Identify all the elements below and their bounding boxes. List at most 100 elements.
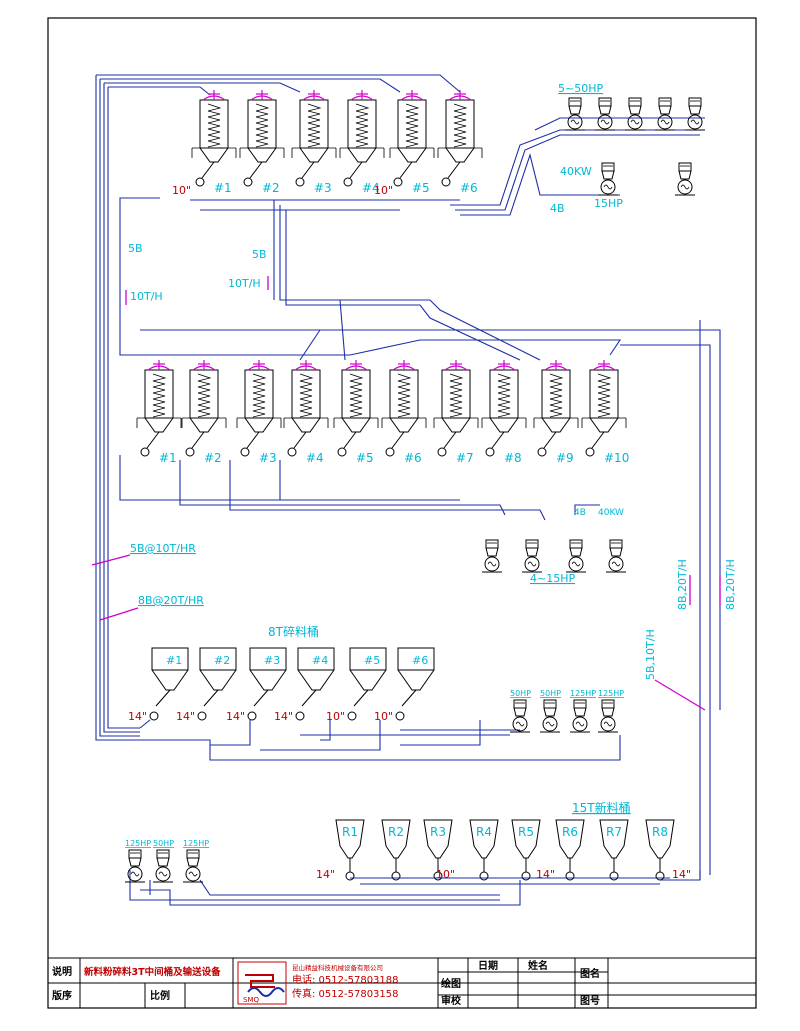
row-motor-2: 50HP	[540, 689, 561, 733]
hopper8-5: #510"	[326, 647, 387, 723]
label-hopper15-title: 15T新料桶	[572, 800, 631, 815]
tb-draw: 绘图	[441, 977, 461, 990]
outer-border	[47, 17, 757, 1009]
label-4b-top: 4B	[550, 202, 565, 215]
bot-motor-3: 125HP	[183, 839, 209, 883]
top-unit-2: #2	[239, 90, 285, 195]
mid-unit-4: #4	[283, 360, 329, 465]
top-unit-group: #1 #2 #3 #4 #5 #6	[191, 90, 483, 195]
top-motor-kw	[598, 162, 618, 196]
label-hopper8-title: 8T碎料桶	[268, 624, 319, 639]
mid-unit-6: #6	[381, 360, 427, 465]
hopper8-group: #114"#214"#314"#414"#510"#610"	[128, 647, 435, 723]
r-bin-1: R1	[335, 819, 365, 881]
label-4b-mid: 4B	[574, 508, 586, 518]
r-bin-8-label: R8	[652, 825, 668, 839]
r-pipe-4: 14"	[672, 868, 691, 881]
top-unit-2-label: #2	[262, 181, 280, 195]
mid-unit-10: #10	[581, 360, 629, 465]
r-bin-5: R5	[511, 819, 541, 881]
tb-fax: 传真: 0512-57803158	[292, 987, 399, 1000]
r-bin-6: R6	[555, 819, 585, 881]
mid-motor-3	[566, 539, 586, 573]
top-motor-15hp	[675, 162, 695, 196]
tb-check: 审校	[441, 994, 462, 1007]
r-bin-4-label: R4	[476, 825, 492, 839]
svg-text:SMQ: SMQ	[243, 996, 259, 1004]
tb-desc: 新料粉碎料3T中间桶及输送设备	[84, 966, 221, 978]
top-unit-4-label: #4	[362, 181, 380, 195]
tb-drawing-no: 图号	[580, 995, 600, 1007]
r-bin-1-label: R1	[342, 825, 358, 839]
label-hp-top: 5~50HP	[558, 82, 603, 95]
tb-label: 说明	[52, 965, 72, 978]
top-unit-6: #6	[437, 90, 483, 195]
top-unit-5: #5	[389, 90, 435, 195]
hopper8-2-pipe: 14"	[176, 710, 195, 723]
top-unit-1-label: #1	[214, 181, 232, 195]
title-block	[48, 958, 756, 1008]
tb-date: 日期	[478, 959, 498, 972]
label-5b-mid: 5B	[252, 248, 267, 261]
r-bin-2-label: R2	[388, 825, 404, 839]
row-motor-1: 50HP	[510, 689, 531, 733]
mid-unit-7-label: #7	[456, 451, 474, 465]
top-unit-3-label: #3	[314, 181, 332, 195]
hopper8-3: #3 14"	[226, 647, 287, 723]
hopper8-5-pipe: 10"	[326, 710, 345, 723]
mid-unit-10-label: #10	[604, 451, 629, 465]
row-motor-2-label: 50HP	[540, 689, 561, 698]
mid-unit-7: #7	[433, 360, 479, 465]
r-pipe-1: 14"	[316, 868, 335, 881]
top-unit-1: #1	[191, 90, 237, 195]
top-motor-2	[595, 97, 615, 131]
top-unit-5-label: #5	[412, 181, 430, 195]
mid-unit-9: #9	[533, 360, 579, 465]
hopper8-3-label: #3	[264, 654, 280, 667]
mid-unit-2-label: #2	[204, 451, 222, 465]
title-block-text: 说明 版序 新料粉碎料3T中间桶及输送设备 比例 昆山精益科技机械设备有限公司 …	[52, 959, 600, 1007]
mid-unit-6-label: #6	[404, 451, 422, 465]
top-motor-4	[655, 97, 675, 131]
bot-motor-2-label: 50HP	[153, 839, 174, 848]
hopper8-4-pipe: 14"	[274, 710, 293, 723]
r-bin-6-label: R6	[562, 825, 578, 839]
top-unit-4: #4	[339, 90, 385, 195]
mid-unit-2: #2	[181, 360, 227, 465]
mid-unit-3-label: #3	[259, 451, 277, 465]
r-bin-5-label: R5	[518, 825, 534, 839]
hopper8-2-label: #2	[214, 654, 230, 667]
labels: 5~50HP 40KW 15HP 4B 5B 10T/H 5B 10T/H 5B…	[128, 82, 737, 815]
top-unit-6-label: #6	[460, 181, 478, 195]
label-kw-top: 40KW	[560, 165, 592, 178]
bot-motor-3-label: 125HP	[183, 839, 209, 848]
bot-motor-1-label: 125HP	[125, 839, 151, 848]
hopper8-3-pipe: 14"	[226, 710, 245, 723]
tb-company: 昆山精益科技机械设备有限公司	[292, 963, 383, 972]
top-motor-3	[625, 97, 645, 131]
row-motor-3-label: 125HP	[570, 689, 596, 698]
label-kw-mid: 40KW	[598, 508, 624, 518]
label-5b10-right: 5B,10T/H	[644, 629, 657, 680]
hopper8-4-label: #4	[312, 654, 328, 667]
r-bin-4: R4	[469, 819, 499, 881]
mid-unit-9-label: #9	[556, 451, 574, 465]
mid-unit-3: #3	[236, 360, 282, 465]
r-bin-3-label: R3	[430, 825, 446, 839]
top-motor-1	[565, 97, 585, 131]
label-hp-15: 15HP	[594, 197, 623, 210]
bot-motor-2: 50HP	[153, 839, 174, 883]
label-8b20-a: 8B,20T/H	[676, 559, 689, 610]
label-10t-left: 10T/H	[130, 290, 163, 303]
mid-unit-1: #1	[136, 360, 182, 465]
r-bin-2: R2	[381, 819, 411, 881]
hopper8-6-pipe: 10"	[374, 710, 393, 723]
label-hp-mid: 4~15HP	[530, 572, 575, 585]
row-motor-1-label: 50HP	[510, 689, 531, 698]
top-motor-5	[685, 97, 705, 131]
tb-drawing-name: 图名	[580, 967, 600, 980]
r-bin-7: R7	[599, 819, 629, 881]
